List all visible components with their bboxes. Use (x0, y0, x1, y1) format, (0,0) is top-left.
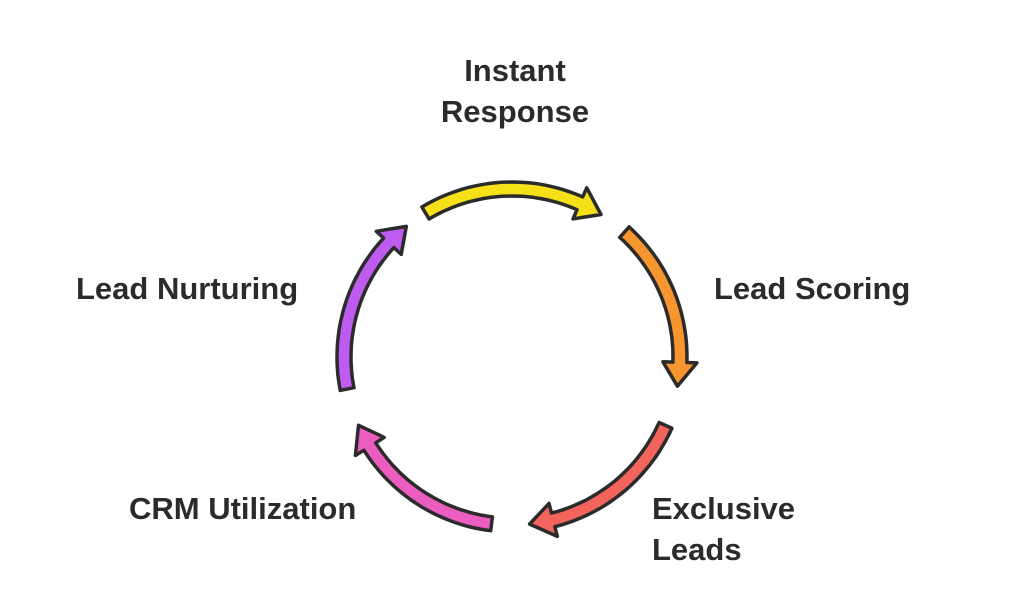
arrow-crm-utilization (353, 423, 495, 533)
label-instant-response: Instant Response (420, 50, 610, 132)
label-line: Exclusive (652, 491, 796, 526)
label-lead-nurturing: Lead Nurturing (76, 268, 298, 309)
label-line: Instant (464, 53, 566, 88)
label-lead-scoring: Lead Scoring (714, 268, 910, 309)
label-line: CRM Utilization (129, 491, 357, 526)
label-line: Response (440, 94, 590, 129)
arrow-lead-scoring (617, 225, 699, 388)
arrow-instant-response (420, 180, 603, 221)
label-line: Lead Scoring (714, 271, 911, 306)
label-crm-utilization: CRM Utilization (129, 488, 356, 529)
label-line: Lead Nurturing (76, 271, 299, 306)
label-line: Leads (652, 532, 742, 567)
arrow-lead-nurturing (335, 224, 409, 393)
label-exclusive-leads: Exclusive Leads (652, 488, 795, 570)
arrow-exclusive-leads (527, 420, 674, 539)
